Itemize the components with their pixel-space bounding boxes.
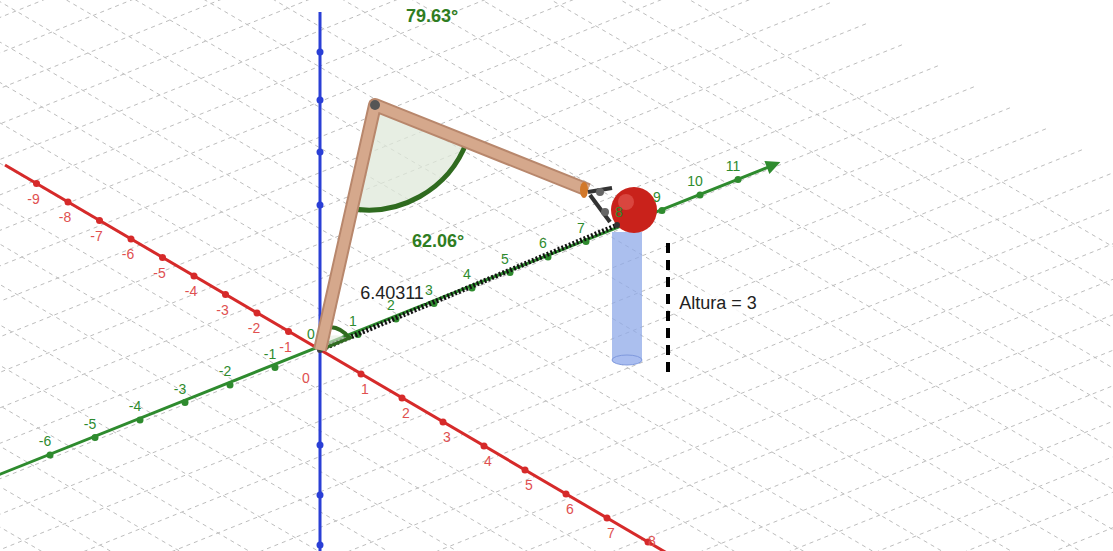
y-axis — [0, 167, 768, 481]
axis-tick-number: 4 — [484, 454, 492, 468]
grid-line — [0, 191, 1113, 551]
axis-tick-number: -4 — [185, 284, 197, 298]
axis-tick-number: 9 — [653, 190, 661, 204]
grid-line — [0, 0, 544, 362]
axis-tick-number: 4 — [463, 267, 471, 281]
grid-line — [132, 359, 1113, 551]
height-line — [666, 243, 670, 377]
grid-line — [318, 0, 1113, 455]
axis-tick-number: -5 — [153, 266, 165, 280]
axis-tick-number: -7 — [90, 229, 102, 243]
axis-tick-number: 3 — [425, 283, 433, 297]
grid-line — [0, 275, 1113, 551]
axis-tick-number: 0 — [307, 327, 315, 341]
grid-line — [277, 0, 1113, 472]
axis-tick-number: -5 — [84, 417, 96, 431]
axis-tick-number: -3 — [174, 382, 186, 396]
axis-tick-number: 7 — [607, 526, 615, 540]
distance-line — [322, 226, 615, 349]
grid-line — [0, 179, 486, 551]
grid-line — [0, 128, 1048, 551]
axis-tick-number: 11 — [726, 159, 741, 173]
grid-line — [0, 0, 724, 467]
grid-line — [0, 2, 832, 530]
axis-tick-number: 5 — [501, 252, 509, 266]
axis-tick-number: 7 — [577, 221, 585, 235]
grid-line — [24, 296, 1113, 551]
axis-tick-number: 1 — [349, 314, 357, 328]
axis-tick-number: 10 — [687, 174, 703, 188]
axis-tick-number: -4 — [129, 399, 141, 413]
grid-line — [236, 0, 1113, 488]
axis-tick-number: 0 — [302, 371, 310, 385]
axis-tick-number: -9 — [27, 192, 39, 206]
axis-tick-number: -2 — [248, 321, 260, 335]
robot-arm — [320, 100, 657, 350]
axis-tick-number: 1 — [361, 382, 369, 396]
z-axis — [319, 12, 322, 551]
grid-line — [0, 170, 1113, 551]
grid-line — [168, 380, 1113, 551]
axis-tick-number: 2 — [387, 298, 395, 312]
axis-tick-number: 6 — [566, 502, 574, 516]
grid-line — [60, 317, 1113, 551]
grid-line — [0, 97, 691, 551]
grid-line — [0, 80, 732, 551]
axes — [0, 12, 780, 551]
angle-value: 62.06° — [412, 232, 464, 250]
grid-line — [31, 0, 1113, 551]
grid-line — [0, 0, 796, 509]
grid-line — [0, 86, 976, 551]
grid-line — [0, 44, 904, 551]
axis-tick-number: -3 — [216, 303, 228, 317]
grid-line — [0, 47, 814, 551]
grid-line — [0, 0, 580, 383]
axis-tick-number: -1 — [264, 347, 276, 361]
grid-line — [0, 64, 773, 551]
grid-line — [0, 0, 1060, 551]
grid-line — [0, 23, 868, 551]
axis-tick-number: 5 — [525, 478, 533, 492]
axis-tick-number: 8 — [615, 205, 623, 219]
axis-tick-number: 8 — [648, 534, 656, 548]
axis-tick-number: 6 — [539, 236, 547, 250]
axis-tick-number: -2 — [219, 364, 231, 378]
grid-line — [195, 0, 1113, 505]
height-cylinder — [612, 232, 642, 365]
grid-line — [0, 212, 1113, 551]
grid-line — [96, 338, 1113, 551]
grid-line — [0, 245, 322, 551]
angle-value: 79.63° — [406, 7, 458, 25]
grid-line — [0, 107, 1012, 551]
axis-tick-number: -6 — [39, 434, 51, 448]
grid-line — [0, 146, 568, 551]
height-label: Altura = 3 — [677, 293, 759, 313]
axis-tick-number: -8 — [59, 210, 71, 224]
grid-line — [0, 14, 896, 551]
grid-line — [0, 196, 445, 551]
axis-tick-number: 3 — [443, 430, 451, 444]
grid-line — [113, 0, 1113, 538]
grid-line — [0, 31, 855, 551]
grid-line — [0, 0, 937, 551]
grid-line — [0, 0, 472, 320]
grid-line — [72, 0, 1113, 551]
grid-line — [0, 254, 1113, 551]
axis-tick-number: -1 — [279, 340, 291, 354]
angle-arc — [330, 327, 349, 338]
grid-line — [0, 149, 1084, 551]
grid-line — [0, 0, 760, 488]
grid-line — [154, 0, 1113, 521]
axis-tick-number: -6 — [122, 247, 134, 261]
axis-tick-number: 2 — [402, 406, 410, 420]
grid-line — [0, 0, 1019, 551]
